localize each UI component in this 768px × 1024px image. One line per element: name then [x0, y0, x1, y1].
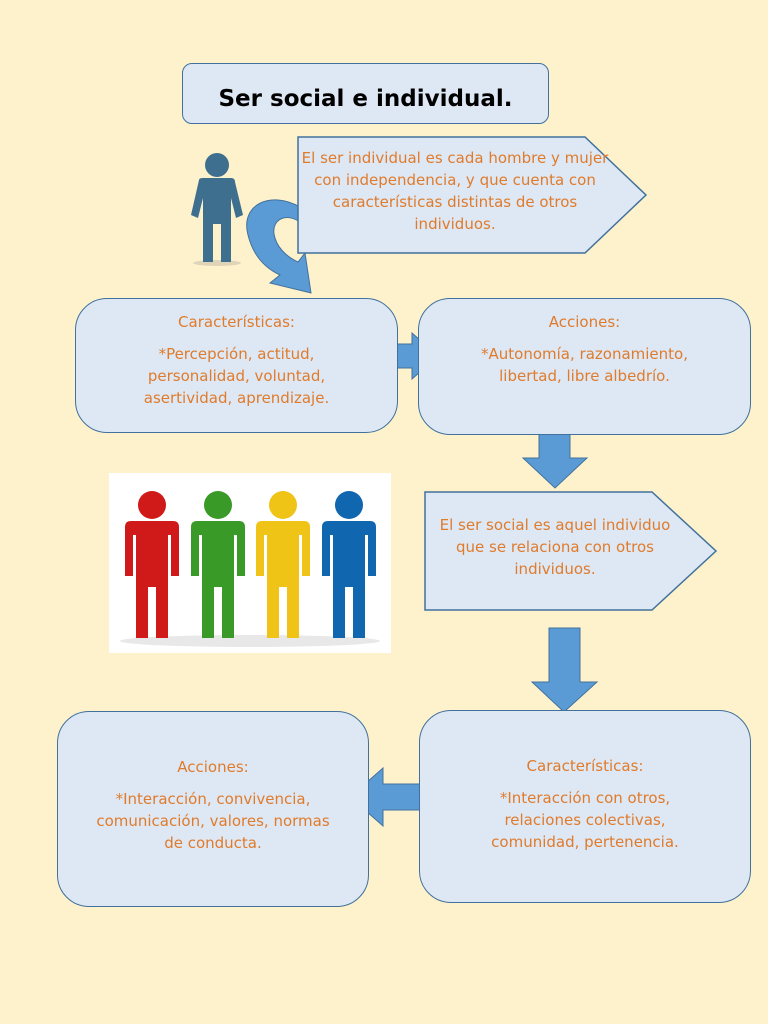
down-arrow-icon — [530, 627, 599, 713]
red-person-icon — [125, 491, 179, 638]
social-actions-body: *Interacción, convivencia, comunicación,… — [96, 790, 330, 852]
colored-people-group-icon — [120, 491, 380, 647]
individual-actions-box: Acciones: *Autonomía, razonamiento, libe… — [418, 298, 751, 435]
individual-actions-heading: Acciones: — [548, 313, 621, 331]
individual-characteristics-box: Características: *Percepción, actitud, p… — [75, 298, 398, 433]
individual-characteristics-heading: Características: — [178, 313, 295, 331]
person-icon — [191, 153, 243, 266]
blue-person-icon — [322, 491, 376, 638]
curved-arrow-icon — [246, 199, 312, 294]
social-characteristics-body: *Interacción con otros, relaciones colec… — [491, 789, 679, 851]
green-person-icon — [191, 491, 245, 638]
social-actions-heading: Acciones: — [177, 758, 249, 776]
page-title: Ser social e individual. — [218, 86, 513, 112]
individual-definition-text: El ser individual es cada hombre y mujer… — [301, 149, 609, 233]
social-definition-text: El ser social es aquel individuo que se … — [439, 516, 671, 578]
colored-people-image — [109, 473, 391, 653]
social-characteristics-heading: Características: — [526, 757, 644, 775]
individual-actions-body: *Autonomía, razonamiento, libertad, libr… — [481, 345, 688, 385]
social-actions-box: Acciones: *Interacción, convivencia, com… — [57, 711, 369, 907]
social-definition-shape — [424, 491, 718, 611]
title-box: Ser social e individual. — [182, 63, 549, 124]
individual-characteristics-body: *Percepción, actitud, personalidad, volu… — [143, 345, 330, 407]
individual-definition-shape — [297, 136, 648, 254]
social-characteristics-box: Características: *Interacción con otros,… — [419, 710, 751, 903]
yellow-person-icon — [256, 491, 310, 638]
